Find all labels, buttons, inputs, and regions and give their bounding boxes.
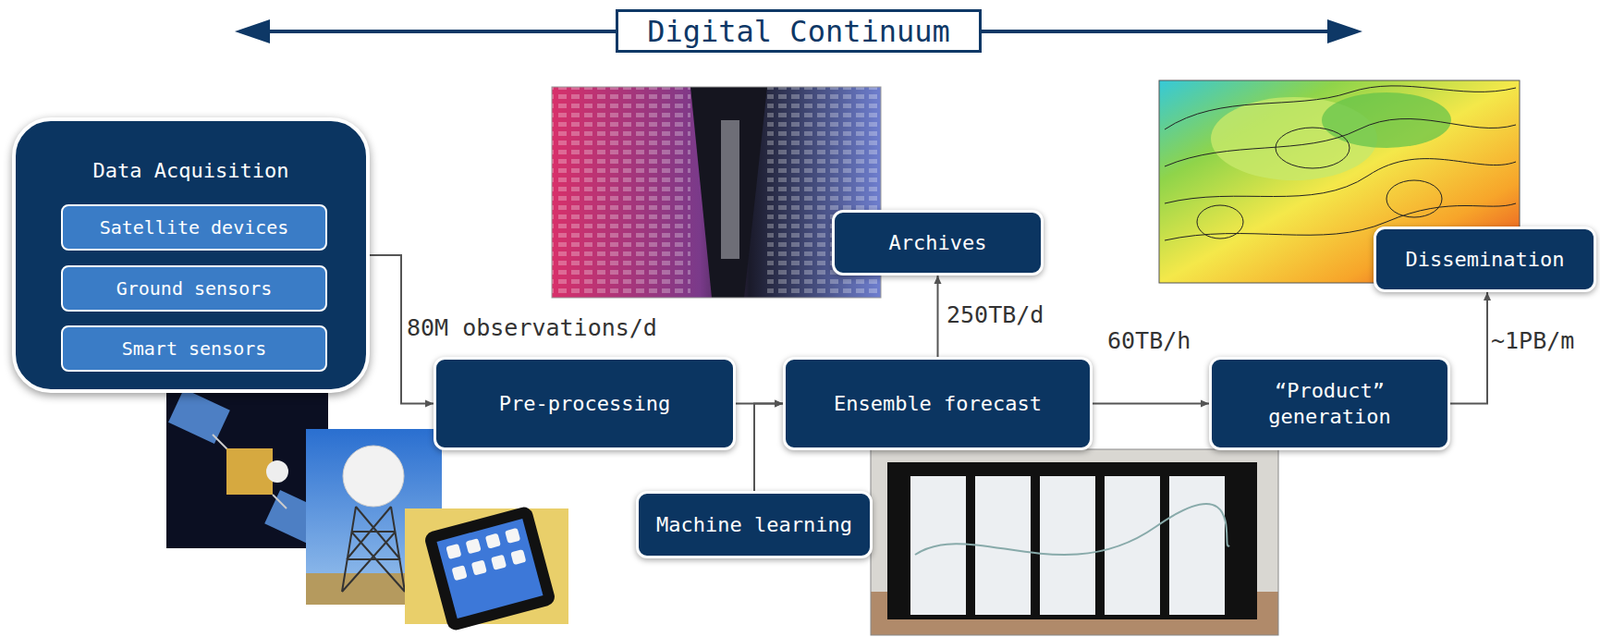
node-text: Dissemination bbox=[1404, 246, 1564, 273]
process-box: Ensemble forecast bbox=[782, 356, 1093, 451]
sensor-box: Smart sensors bbox=[61, 325, 328, 372]
data-rate-label: 250TB/d bbox=[944, 301, 1046, 329]
node-text: Machine learning bbox=[656, 512, 853, 538]
node-text: Data Acquisition bbox=[93, 158, 290, 184]
process-box: Pre-processing bbox=[433, 356, 736, 451]
sensor-box: Satellite devices bbox=[61, 204, 328, 251]
smartphone-photo bbox=[404, 504, 569, 632]
node-text: Satellite devices bbox=[99, 216, 290, 240]
title-box: Digital Continuum bbox=[615, 9, 982, 53]
node-text: Smart sensors bbox=[122, 337, 268, 361]
title-text: Digital Continuum bbox=[647, 13, 951, 49]
node-text: Pre-processing bbox=[499, 390, 671, 417]
data-rate-label: 80M observations/d bbox=[404, 314, 660, 342]
flow-arrow bbox=[937, 275, 940, 357]
storage-box: Archives bbox=[831, 209, 1044, 276]
node-text: Ensemble forecast bbox=[833, 390, 1042, 417]
node-text: “Product” generation bbox=[1222, 378, 1437, 429]
satellite-photo bbox=[166, 388, 329, 549]
process-box: Machine learning bbox=[635, 490, 873, 559]
node-text: Ground sensors bbox=[116, 277, 273, 301]
acquisition-group: Data AcquisitionSatellite devicesGround … bbox=[12, 117, 370, 393]
flow-arrow bbox=[754, 403, 783, 492]
flow-arrow bbox=[1450, 292, 1488, 404]
output-box: Dissemination bbox=[1373, 226, 1597, 293]
node-text: Archives bbox=[889, 230, 988, 257]
supercomputer-photo bbox=[870, 449, 1279, 636]
flow-arrow bbox=[1092, 403, 1210, 405]
process-box: “Product” generation bbox=[1209, 356, 1451, 451]
sensor-box: Ground sensors bbox=[61, 265, 328, 312]
data-rate-label: 60TB/h bbox=[1105, 327, 1193, 355]
data-rate-label: ~1PB/m bbox=[1489, 327, 1576, 355]
